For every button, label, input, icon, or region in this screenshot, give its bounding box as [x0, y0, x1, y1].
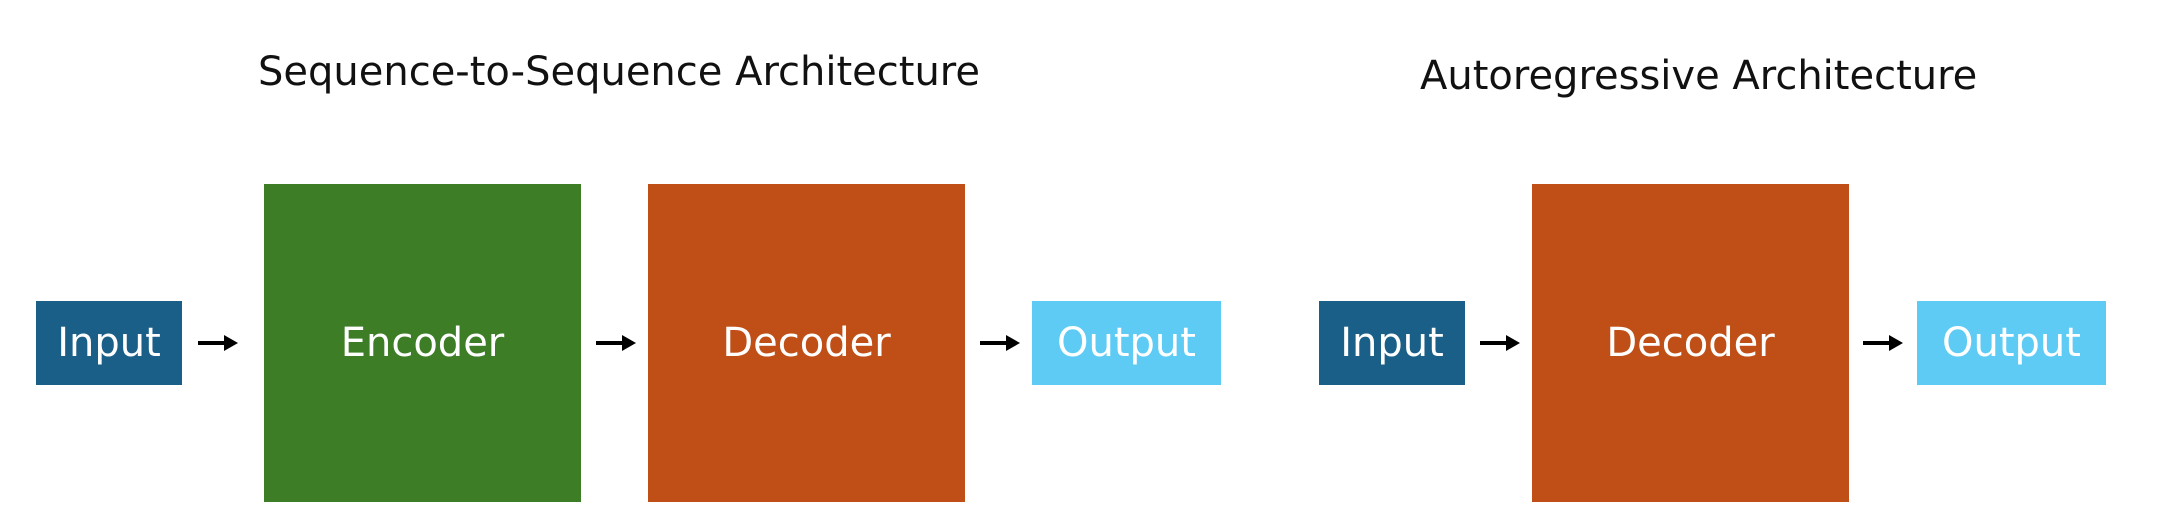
- seq2seq-arrow-input-to-encoder: [198, 335, 238, 351]
- seq2seq-title: Sequence-to-Sequence Architecture: [258, 49, 980, 95]
- autoregressive-output-box: Output: [1917, 301, 2106, 385]
- autoregressive-decoder-box: Decoder: [1532, 184, 1849, 502]
- seq2seq-encoder-box: Encoder: [264, 184, 581, 502]
- autoregressive-input-box: Input: [1319, 301, 1465, 385]
- seq2seq-arrow-encoder-to-decoder: [596, 335, 636, 351]
- seq2seq-input-box: Input: [36, 301, 182, 385]
- autoregressive-arrow-decoder-to-output: [1863, 335, 1903, 351]
- autoregressive-title: Autoregressive Architecture: [1420, 53, 1978, 99]
- seq2seq-output-box: Output: [1032, 301, 1221, 385]
- seq2seq-arrow-decoder-to-output: [980, 335, 1020, 351]
- seq2seq-decoder-box: Decoder: [648, 184, 965, 502]
- autoregressive-arrow-input-to-decoder: [1480, 335, 1520, 351]
